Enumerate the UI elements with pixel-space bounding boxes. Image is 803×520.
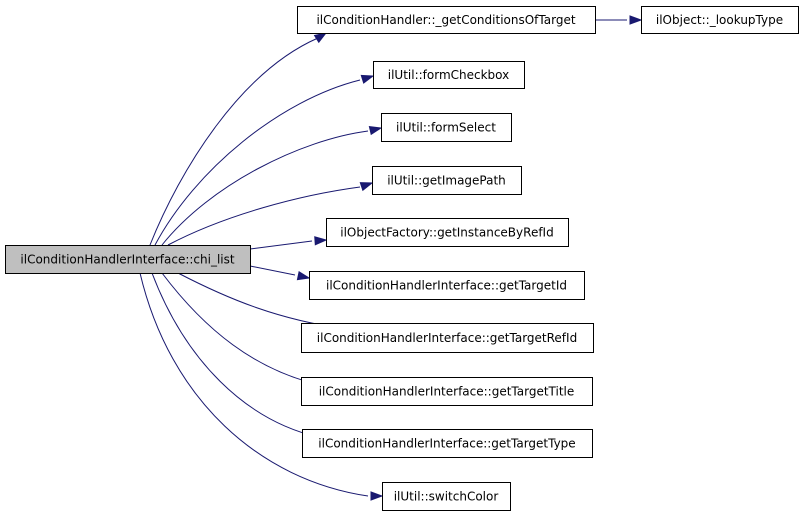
arrowhead-root-to-n11 xyxy=(370,491,384,501)
node-label: ilConditionHandlerInterface::getTargetTy… xyxy=(318,437,575,451)
arrowhead-n1-to-n2 xyxy=(629,15,643,25)
node-n4[interactable]: ilUtil::formSelect xyxy=(381,113,512,142)
edges-layer xyxy=(139,15,643,501)
arrowhead-root-to-n6 xyxy=(314,236,328,246)
node-box xyxy=(301,377,593,406)
edge-root-to-n5 xyxy=(167,186,361,246)
node-n10[interactable]: ilConditionHandlerInterface::getTargetTy… xyxy=(302,429,593,458)
node-box xyxy=(326,218,569,247)
edge-root-to-n4 xyxy=(161,130,369,246)
root-node-label: ilConditionHandlerInterface::chi_list xyxy=(20,253,234,267)
node-label: ilObjectFactory::getInstanceByRefId xyxy=(340,226,553,240)
node-n9[interactable]: ilConditionHandlerInterface::getTargetTi… xyxy=(301,377,593,406)
edge-root-to-n7 xyxy=(249,265,296,276)
arrowhead-root-to-n4 xyxy=(368,125,383,136)
arrowhead-root-to-n7 xyxy=(296,270,311,281)
node-box xyxy=(309,271,585,300)
node-label: ilConditionHandler::_getConditionsOfTarg… xyxy=(316,13,575,27)
node-box xyxy=(373,61,525,89)
node-label: ilUtil::formSelect xyxy=(396,121,496,135)
node-n6[interactable]: ilObjectFactory::getInstanceByRefId xyxy=(326,218,569,247)
node-n7[interactable]: ilConditionHandlerInterface::getTargetId xyxy=(309,271,585,300)
edge-root-to-n1 xyxy=(149,37,319,246)
node-n5[interactable]: ilUtil::getImagePath xyxy=(372,166,522,195)
node-label: ilConditionHandlerInterface::getTargetId xyxy=(326,279,567,293)
edge-root-to-n11 xyxy=(139,272,369,497)
edge-root-to-n6 xyxy=(249,240,313,250)
edge-root-to-n10 xyxy=(151,272,319,438)
node-n2[interactable]: ilObject::_lookupType xyxy=(641,6,799,34)
node-box xyxy=(302,429,593,458)
edge-root-to-n3 xyxy=(154,79,361,246)
node-box xyxy=(301,323,594,353)
node-label: ilUtil::formCheckbox xyxy=(388,68,510,82)
node-label: ilConditionHandlerInterface::getTargetTi… xyxy=(319,385,575,399)
node-n8[interactable]: ilConditionHandlerInterface::getTargetRe… xyxy=(301,323,594,353)
node-label: ilUtil::switchColor xyxy=(394,490,499,504)
node-n1[interactable]: ilConditionHandler::_getConditionsOfTarg… xyxy=(297,6,596,34)
node-label: ilConditionHandlerInterface::getTargetRe… xyxy=(317,331,577,345)
arrowhead-root-to-n1 xyxy=(313,32,328,44)
node-n3[interactable]: ilUtil::formCheckbox xyxy=(373,61,525,89)
root-node: ilConditionHandlerInterface::chi_list xyxy=(5,245,251,274)
root-node-box xyxy=(5,245,251,274)
nodes-layer: ilConditionHandlerInterface::chi_listilC… xyxy=(5,6,799,511)
node-box xyxy=(381,113,512,142)
node-label: ilUtil::getImagePath xyxy=(387,174,506,188)
node-n11[interactable]: ilUtil::switchColor xyxy=(382,482,511,511)
node-box xyxy=(297,6,596,34)
arrowhead-root-to-n3 xyxy=(360,74,375,84)
node-label: ilObject::_lookupType xyxy=(656,13,783,27)
arrowhead-root-to-n5 xyxy=(359,182,374,192)
node-box xyxy=(372,166,522,195)
node-box xyxy=(641,6,799,34)
edge-root-to-n9 xyxy=(161,272,321,386)
node-box xyxy=(382,482,511,511)
